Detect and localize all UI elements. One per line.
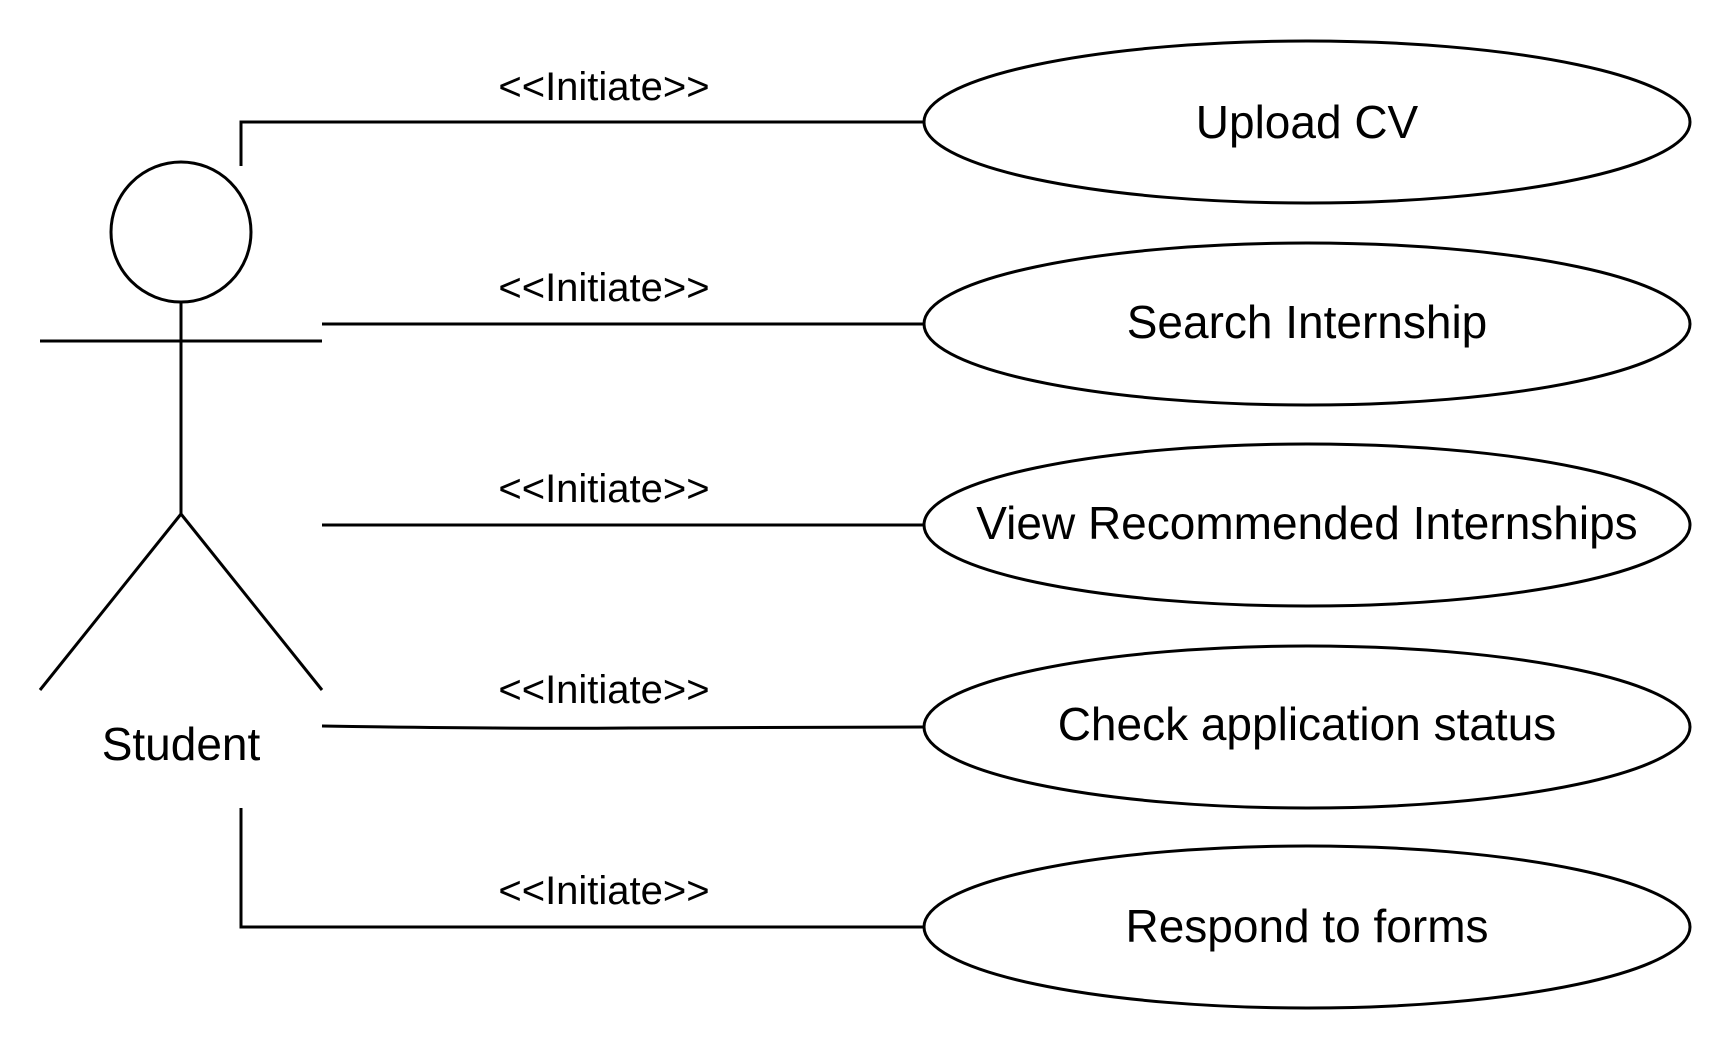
associations — [239, 120, 925, 929]
use-case-ellipse — [922, 844, 1692, 1010]
use-case-view-recommended-internships[interactable]: View Recommended Internships — [922, 442, 1692, 608]
stereotype-label: <<Initiate>> — [498, 869, 709, 913]
use-case-label: Upload CV — [1196, 96, 1419, 148]
use-case-check-application-status[interactable]: Check application status — [922, 644, 1692, 810]
use-case-ellipse — [922, 39, 1692, 205]
stereotype-label: <<Initiate>> — [498, 668, 709, 712]
use-case-label: Respond to forms — [1125, 900, 1488, 952]
use-case-label: View Recommended Internships — [976, 497, 1637, 549]
stereotype-labels: <<Initiate>> <<Initiate>> <<Initiate>> <… — [498, 65, 709, 913]
use-case-respond-to-forms[interactable]: Respond to forms — [922, 844, 1692, 1010]
use-case-label: Check application status — [1058, 698, 1557, 750]
use-case-search-internship[interactable]: Search Internship — [922, 241, 1692, 407]
student-actor[interactable]: Student — [38, 160, 324, 770]
stereotype-label: <<Initiate>> — [498, 467, 709, 511]
association-line-upload-cv[interactable] — [239, 120, 924, 166]
actor-left-leg — [38, 513, 183, 691]
use-case-label: Search Internship — [1127, 296, 1488, 348]
actor-head — [109, 160, 253, 304]
association-line-check-status[interactable] — [321, 724, 925, 730]
actor-right-leg — [179, 513, 324, 691]
stereotype-label: <<Initiate>> — [498, 266, 709, 310]
use-case-ellipse — [922, 442, 1692, 608]
association-line-respond-forms[interactable] — [239, 808, 924, 929]
use-case-ellipse — [922, 644, 1692, 810]
use-case-ellipse — [922, 241, 1692, 407]
actor-name: Student — [102, 718, 261, 770]
stereotype-label: <<Initiate>> — [498, 65, 709, 109]
use-case-upload-cv[interactable]: Upload CV — [922, 39, 1692, 205]
